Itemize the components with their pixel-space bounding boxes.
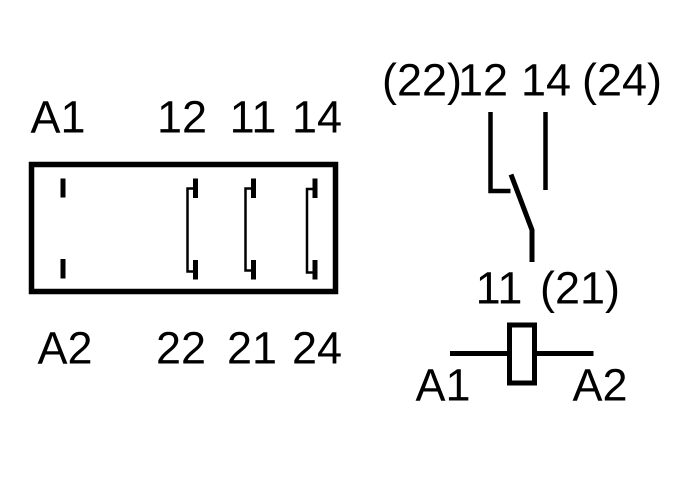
schematic-label-11: 11 (475, 262, 523, 314)
coil-symbol (450, 322, 594, 386)
pinout-label-24: 24 (291, 322, 343, 374)
pinout-label-a1-top: A1 (30, 91, 86, 143)
contact-bracket-11-21 (244, 187, 254, 272)
relay-base-rect (28, 161, 339, 295)
schematic-label-a1: A1 (415, 359, 471, 411)
contact-bracket-12-22 (186, 187, 196, 273)
schematic-label-22-paren: (22) (381, 54, 463, 106)
schematic-label-14: 14 (520, 54, 572, 106)
pinout-label-14: 14 (291, 91, 343, 143)
nc-contact-line (488, 112, 511, 194)
pinout-label-12: 12 (156, 91, 208, 143)
pinout-label-11: 11 (229, 91, 277, 143)
schematic-label-21-paren: (21) (539, 262, 621, 314)
coil-rect (507, 322, 537, 386)
contact-bracket-14-24 (305, 187, 315, 274)
contact-pins-11-21 (244, 178, 256, 280)
contact-pins-12-22 (186, 178, 198, 280)
pinout-label-22: 22 (155, 322, 207, 374)
contact-pins-14-24 (305, 178, 318, 280)
changeover-contact-symbol (488, 112, 548, 262)
schematic-label-12: 12 (457, 54, 509, 106)
pinout-label-a2-bottom: A2 (37, 322, 93, 374)
schematic-label-a2: A2 (572, 359, 628, 411)
switch-blade (508, 173, 535, 262)
schematic-label-24-paren: (24) (581, 54, 663, 106)
pinout-label-21: 21 (226, 322, 278, 374)
relay-base-outline (28, 161, 339, 295)
